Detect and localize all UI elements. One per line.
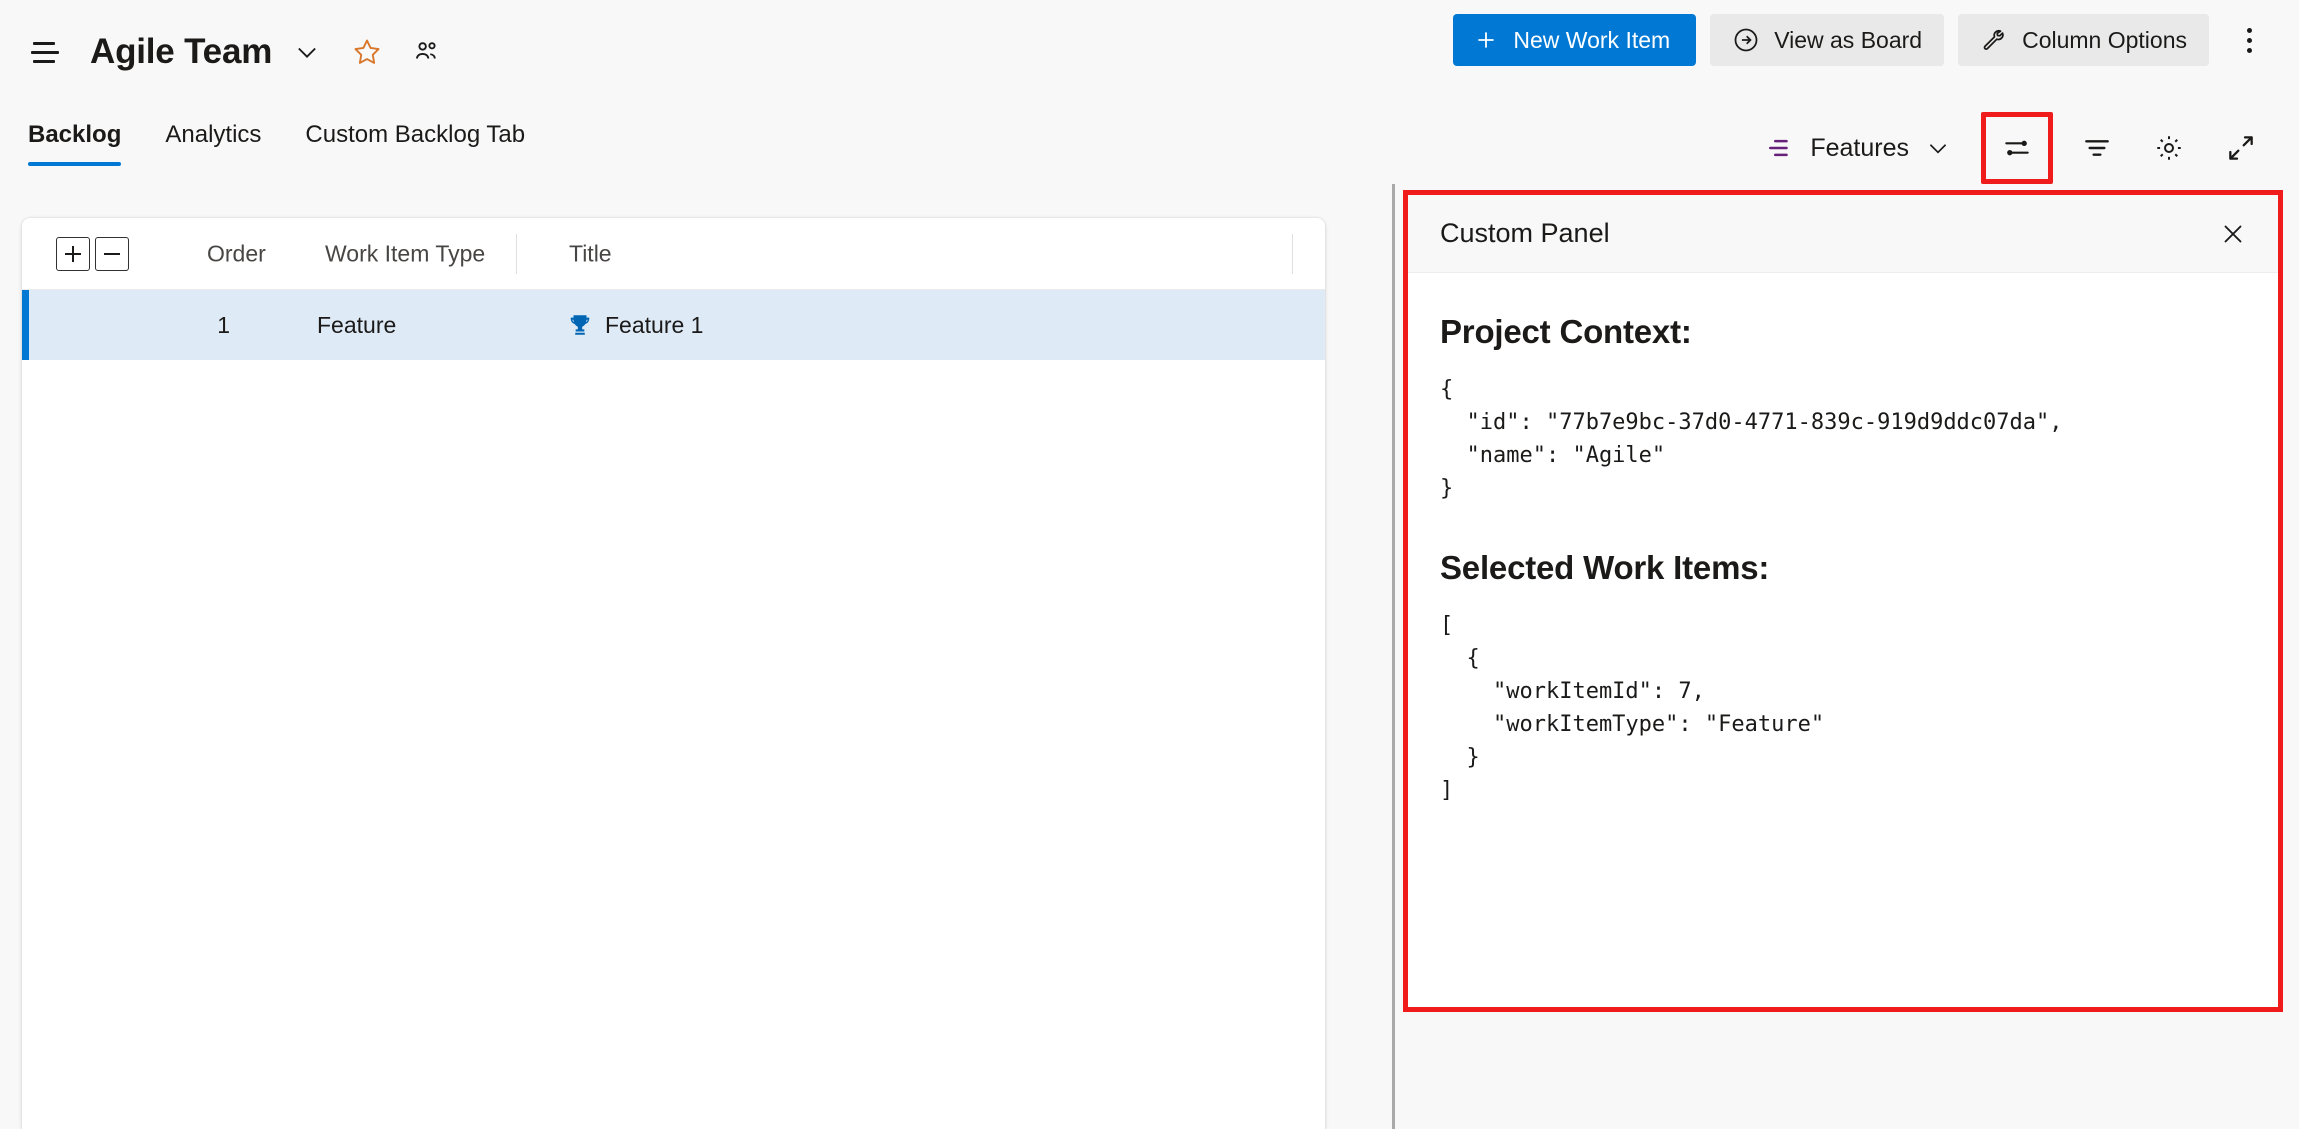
column-options-label: Column Options [2022, 26, 2187, 53]
cell-title-text: Feature 1 [605, 311, 704, 338]
backlog-level-selector[interactable]: Features [1750, 120, 1965, 176]
tab-backlog-label: Backlog [28, 121, 122, 148]
backlog-table: Order Work Item Type Title 1 Feature Fea… [22, 218, 1325, 1129]
row-selected-accent [22, 290, 29, 360]
tab-strip: Backlog Analytics Custom Backlog Tab Fea… [0, 104, 2299, 184]
chevron-down-icon [1929, 144, 1947, 154]
plus-box-icon[interactable] [56, 236, 90, 271]
column-divider [1292, 234, 1293, 274]
column-divider [516, 234, 517, 274]
filter-icon[interactable] [2069, 120, 2125, 176]
table-header-row: Order Work Item Type Title [22, 218, 1325, 290]
arrow-right-circle-icon [1734, 28, 1758, 52]
panel-splitter[interactable] [1392, 184, 1395, 1129]
cell-work-item-type: Feature [317, 311, 397, 338]
top-header: Agile Team New Work [0, 0, 2299, 104]
minus-box-icon[interactable] [95, 236, 129, 271]
column-header-order[interactable]: Order [207, 240, 266, 266]
column-options-button[interactable]: Column Options [1958, 14, 2209, 66]
tab-custom-backlog-tab-label: Custom Backlog Tab [305, 121, 526, 148]
people-icon[interactable] [412, 37, 442, 67]
selected-work-items-heading: Selected Work Items: [1440, 549, 1770, 586]
custom-panel-header: Custom Panel [1408, 195, 2278, 273]
chevron-down-icon[interactable] [292, 37, 322, 67]
view-options-sliders-icon[interactable] [1981, 112, 2053, 184]
plus-icon [1478, 32, 1494, 48]
column-header-title[interactable]: Title [569, 240, 612, 266]
star-icon[interactable] [352, 37, 382, 67]
custom-panel: Custom Panel Project Context: { "id": "7… [1403, 190, 2283, 1012]
backlog-level-label: Features [1810, 133, 1909, 162]
close-icon[interactable] [2210, 211, 2256, 257]
custom-panel-title: Custom Panel [1440, 218, 1610, 248]
tab-analytics-label: Analytics [165, 121, 262, 148]
wrench-icon [1983, 29, 2004, 50]
tab-list: Backlog Analytics Custom Backlog Tab [28, 104, 547, 182]
fullscreen-expand-icon[interactable] [2213, 120, 2269, 176]
selected-work-items-json: [ { "workItemId": 7, "workItemType": "Fe… [1440, 613, 1825, 803]
new-work-item-button[interactable]: New Work Item [1453, 14, 1697, 66]
cell-title: Feature 1 [567, 312, 703, 339]
hamburger-icon[interactable] [28, 35, 62, 69]
project-context-json: { "id": "77b7e9bc-37d0-4771-839c-919d9dd… [1440, 377, 2063, 501]
custom-panel-body: Project Context: { "id": "77b7e9bc-37d0-… [1408, 273, 2278, 833]
cell-order: 1 [217, 311, 230, 338]
kebab-more-icon[interactable] [2223, 14, 2275, 66]
table-row[interactable]: 1 Feature Feature 1 [22, 290, 1325, 360]
project-context-heading: Project Context: [1440, 313, 1692, 350]
tab-analytics[interactable]: Analytics [143, 104, 283, 166]
page-title: Agile Team [90, 32, 273, 71]
backlog-toolbar: Features [1750, 112, 2269, 184]
expand-collapse-group [56, 236, 129, 271]
backlog-levels-icon [1769, 139, 1789, 157]
new-work-item-label: New Work Item [1513, 26, 1671, 53]
view-as-board-label: View as Board [1774, 26, 1923, 53]
trophy-icon [570, 315, 590, 335]
column-header-work-item-type[interactable]: Work Item Type [325, 240, 486, 266]
tab-backlog[interactable]: Backlog [28, 104, 143, 166]
gear-icon[interactable] [2141, 120, 2197, 176]
view-as-board-button[interactable]: View as Board [1710, 14, 1945, 66]
header-actions: New Work Item View as Board Column Optio… [1453, 14, 2275, 66]
tab-custom-backlog-tab[interactable]: Custom Backlog Tab [283, 104, 547, 166]
